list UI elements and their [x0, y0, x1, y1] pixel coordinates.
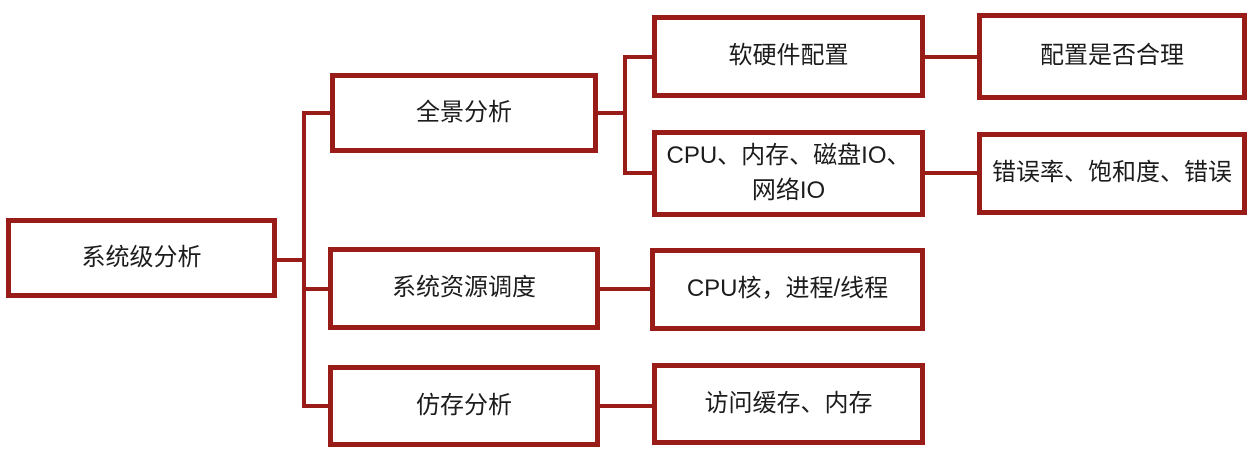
node-cpu-memory-disk-network-io: CPU、内存、磁盘IO、网络IO [652, 130, 925, 217]
connector-level2-trunk [302, 111, 306, 408]
node-error-rate-saturation-errors: 错误率、饱和度、错误 [977, 132, 1247, 215]
node-cpu-core-process-thread: CPU核，进程/线程 [650, 248, 925, 331]
connector-trunk-hwsw-config [623, 55, 652, 59]
connector-trunk-cpu-io [623, 171, 652, 175]
connector-panorama-trunk [598, 111, 627, 115]
node-config-reasonable: 配置是否合理 [977, 13, 1247, 100]
connector-cpu-io-error-rate [925, 171, 977, 175]
connector-trunk-memory [302, 404, 328, 408]
node-panorama-analysis: 全景分析 [330, 73, 598, 153]
connector-root-trunk [277, 258, 306, 262]
node-access-cache-memory: 访问缓存、内存 [652, 363, 925, 445]
node-system-resource-scheduling: 系统资源调度 [328, 247, 600, 330]
connector-resource-cpu-core [600, 287, 650, 291]
connector-trunk-resource [302, 287, 328, 291]
connector-trunk-panorama [302, 111, 330, 115]
node-memory-access-analysis: 仿存分析 [328, 365, 600, 447]
node-system-level-analysis: 系统级分析 [6, 218, 277, 298]
node-hw-sw-configuration: 软硬件配置 [652, 15, 925, 98]
connector-hwsw-config-reasonable [925, 55, 977, 59]
connector-level3-trunk [623, 55, 627, 175]
connector-memory-access-cache [600, 404, 652, 408]
